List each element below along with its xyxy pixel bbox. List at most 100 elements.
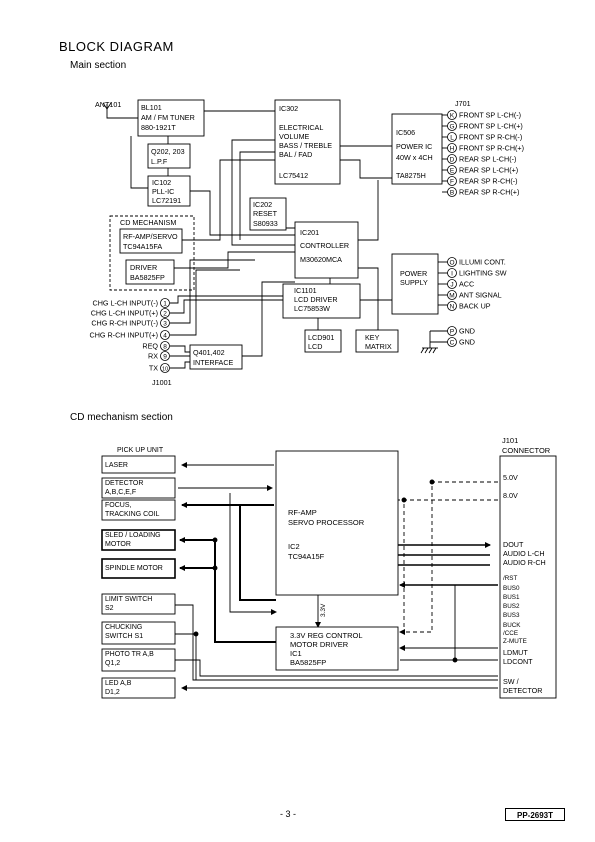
pickup-block-8-line-1: D1,2: [105, 689, 120, 696]
connector-signal-9: BUS3: [503, 612, 520, 619]
gnd-0-pin: [447, 326, 457, 336]
pickup-block-5-line-1: S2: [105, 605, 114, 612]
output-0-label: FRONT SP L-CH(-): [459, 111, 521, 120]
power-4-label: BACK UP: [459, 302, 491, 311]
ic202-line2: RESET: [253, 209, 278, 218]
power-1-pin-letter: I: [451, 270, 453, 277]
page-number: - 3 -: [280, 809, 297, 819]
output-6-pin-letter: F: [450, 178, 454, 185]
output-1-pin: [447, 121, 457, 131]
gnd-1-pin: [447, 337, 457, 347]
power-supply-line1: POWER: [400, 269, 427, 278]
output-2-pin: [447, 132, 457, 142]
gnd-1-pin-letter: C: [450, 339, 455, 346]
ic201-line3: M30620MCA: [300, 255, 342, 264]
lcd901-line1: LCD901: [308, 333, 334, 342]
power-0-pin-letter: O: [449, 259, 454, 266]
ic1101-line3: LC75853W: [294, 304, 330, 313]
input-2-pin-letter: 3: [163, 320, 167, 327]
key-matrix-line1: KEY: [365, 333, 380, 342]
input-3-pin-letter: 4: [163, 332, 167, 339]
input-6-pin-letter: 10: [162, 366, 168, 372]
input-0-label: CHG L-CH INPUT(-): [93, 299, 158, 308]
main-boxes: [109, 99, 443, 370]
pickup-block-1-line-1: A,B,C,E,F: [105, 489, 136, 496]
pickup-block-8-line-0: LED A,B: [105, 680, 132, 687]
power-0-pin: [447, 257, 457, 267]
ic506-line1: IC506: [396, 128, 415, 137]
power-1-label: LIGHTING SW: [459, 269, 507, 278]
q202-line1: Q202, 203: [151, 147, 185, 156]
connector-signal-4: AUDIO R-CH: [503, 558, 546, 567]
input-1-pin-letter: 2: [163, 310, 167, 317]
gnd-1-label: GND: [459, 338, 475, 347]
q202-line2: L.P.F: [151, 157, 168, 166]
output-0-pin: [447, 110, 457, 120]
pickup-block-5-line-0: LIMIT SWITCH: [105, 596, 152, 603]
output-4-pin-letter: D: [450, 156, 455, 163]
output-3-pin: [447, 143, 457, 153]
pickup-block-2-line-1: TRACKING COIL: [105, 511, 160, 518]
cd-mechanism-label: CD MECHANISM: [120, 218, 176, 227]
input-4-pin-letter: 8: [163, 343, 167, 350]
input-5-pin-letter: 9: [163, 353, 167, 360]
power-1-pin: [447, 268, 457, 278]
output-2-pin-letter: L: [450, 134, 454, 141]
output-6-pin: [447, 176, 457, 186]
connector-signal-12: Z-MUTE: [503, 638, 527, 645]
power-2-label: ACC: [459, 280, 474, 289]
output-4-pin: [447, 154, 457, 164]
pickup-block-6-line-1: SWITCH S1: [105, 633, 143, 640]
input-5-label: RX: [148, 352, 158, 361]
output-3-label: FRONT SP R-CH(+): [459, 144, 524, 153]
connector-signal-15: SW /: [503, 677, 519, 686]
connector-signal-1: 8.0V: [503, 491, 518, 500]
connector-signal-6: BUS0: [503, 585, 520, 592]
bl101-line1: BL101: [141, 103, 162, 112]
output-5-label: REAR SP L-CH(+): [459, 166, 518, 175]
input-2-label: CHG R-CH INPUT(-): [91, 319, 158, 328]
output-6-label: REAR SP R-CH(-): [459, 177, 518, 186]
connector-signal-13: LDMUT: [503, 648, 528, 657]
j701-label: J701: [455, 99, 471, 108]
ic506-line3: 40W x 4CH: [396, 153, 433, 162]
input-0-pin: [160, 298, 170, 308]
connector-signal-2: DOUT: [503, 540, 524, 549]
input-6-label: TX: [149, 364, 158, 373]
bl101-line3: 880-1921T: [141, 123, 176, 132]
connector-signal-10: BUCK: [503, 622, 521, 629]
cd-section-heading: CD mechanism section: [70, 412, 173, 423]
lcd901-line2: LCD: [308, 342, 322, 351]
key-matrix-line2: MATRIX: [365, 342, 392, 351]
j101-line2: CONNECTOR: [502, 446, 551, 455]
ic302-line6: LC75412: [279, 171, 308, 180]
ic102-line3: LC72191: [152, 196, 181, 205]
power-2-pin: [447, 279, 457, 289]
input-1-label: CHG L-CH INPUT(+): [91, 309, 158, 318]
ic1-line2: MOTOR DRIVER: [290, 640, 349, 649]
output-1-label: FRONT SP L-CH(+): [459, 122, 523, 131]
ic1-line1: 3.3V REG CONTROL: [290, 631, 363, 640]
output-0-pin-letter: K: [450, 112, 455, 119]
power-0-label: ILLUMI CONT.: [459, 258, 506, 267]
ic506-line4: TA8275H: [396, 171, 426, 180]
ic1-line4: BA5825FP: [290, 658, 326, 667]
output-3-pin-letter: H: [450, 145, 455, 152]
ic302-line5: BAL / FAD: [279, 150, 312, 159]
driver-line1: DRIVER: [130, 263, 157, 272]
connector-signal-7: BUS1: [503, 594, 520, 601]
driver-line2: BA5825FP: [130, 273, 165, 282]
connector-signal-14: LDCONT: [503, 657, 533, 666]
power-4-pin: [447, 301, 457, 311]
output-4-label: REAR SP L-CH(-): [459, 155, 516, 164]
power-3-label: ANT SIGNAL: [459, 291, 502, 300]
input-5-pin: [160, 351, 170, 361]
pickup-block-3-line-1: MOTOR: [105, 541, 131, 548]
antenna-label: ANT101: [95, 100, 121, 109]
rf-amp-line2: TC94A15FA: [123, 242, 162, 251]
